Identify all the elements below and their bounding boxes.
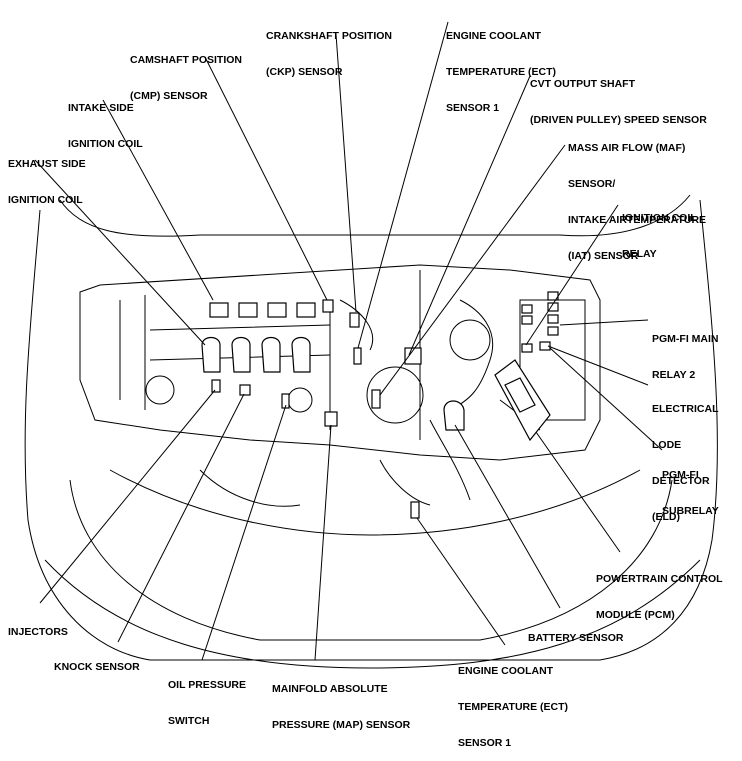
map-sensor-icon <box>324 411 338 427</box>
label-line: IGNITION COIL <box>622 212 697 224</box>
ignition-coil-icon <box>201 336 221 373</box>
ignition-coil-icon <box>296 302 316 318</box>
battery-sensor-icon <box>443 400 465 431</box>
label-line: (ELD) <box>652 511 680 523</box>
injector-icon <box>211 379 221 393</box>
label-exhaust-side-ignition-coil: EXHAUST SIDE IGNITION COIL <box>8 134 86 218</box>
label-line: INTAKE SIDE <box>68 102 134 114</box>
label-line: INTAKE AIRTEMPERATURE <box>568 214 707 226</box>
label-line: IGNITION COIL <box>8 194 83 206</box>
ignition-coil-icon <box>231 336 251 373</box>
label-injectors: INJECTORS <box>8 602 68 650</box>
maf-sensor-icon <box>404 347 422 365</box>
label-line: KNOCK SENSOR <box>54 661 140 673</box>
label-oil-pressure-switch: OIL PRESSURE SWITCH <box>168 655 246 739</box>
label-maf-iat-sensor: MASS AIR FLOW (MAF) SENSOR/ INTAKE AIRTE… <box>568 118 706 274</box>
label-line: (CMP) SENSOR <box>130 90 208 102</box>
label-line: PGM-FI MAIN <box>652 333 719 345</box>
label-line: MODULE (PCM) <box>596 609 675 621</box>
relay-icon <box>521 315 533 325</box>
label-line: RELAY <box>622 248 657 260</box>
relay-icon <box>547 326 559 336</box>
label-powertrain-control-module: POWERTRAIN CONTROL MODULE (PCM) <box>596 549 723 633</box>
label-line: POWERTRAIN CONTROL <box>596 573 723 585</box>
label-electrical-load-detector: ELECTRICAL LODE DETECTOR (ELD) <box>652 379 719 535</box>
label-line: (CKP) SENSOR <box>266 66 343 78</box>
label-line: ENGINE COOLANT <box>458 665 554 677</box>
label-line: (DRIVEN PULLEY) SPEED SENSOR <box>530 114 707 126</box>
label-line: (IAT) SENSOR <box>568 250 639 262</box>
label-map-sensor: MAINFOLD ABSOLUTE PRESSURE (MAP) SENSOR <box>272 659 410 743</box>
leader-lines <box>34 21 663 661</box>
ignition-coil-icon <box>291 336 311 373</box>
label-line: RELAY 2 <box>652 369 696 381</box>
ignition-coil-icon <box>238 302 258 318</box>
label-line: CAMSHAFT POSITION <box>130 54 242 66</box>
label-line: PGM-FI <box>662 469 699 481</box>
ect-sensor-icon <box>353 347 362 365</box>
label-line: SWITCH <box>168 715 210 727</box>
label-line: TEMPERATURE (ECT) <box>446 66 557 78</box>
label-line: IGNITION COIL <box>68 138 143 150</box>
label-line: SUBRELAY <box>662 505 719 517</box>
label-camshaft-position-sensor: CAMSHAFT POSITION (CMP) SENSOR <box>130 30 242 114</box>
ignition-coil-icon <box>267 302 287 318</box>
ignition-coil-icon <box>209 302 229 318</box>
knock-sensor-icon <box>239 384 251 396</box>
crankshaft-sensor-icon <box>349 312 360 328</box>
label-line: DETECTOR <box>652 475 710 487</box>
label-line: INJECTORS <box>8 626 68 638</box>
label-battery-sensor: BATTERY SENSOR <box>528 608 623 656</box>
label-line: ENGINE COOLANT <box>446 30 542 42</box>
label-pgm-fi-subrelay: PGM-FI SUBRELAY <box>662 445 719 529</box>
label-line: PRESSURE (MAP) SENSOR <box>272 719 411 731</box>
label-line: TEMPERATURE (ECT) <box>458 701 569 713</box>
label-line: SENSOR 1 <box>446 102 500 114</box>
label-cvt-output-shaft-speed-sensor: CVT OUTPUT SHAFT (DRIVEN PULLEY) SPEED S… <box>530 54 707 138</box>
relay-icon <box>539 341 551 351</box>
relay-icon <box>547 302 559 312</box>
relay-icon <box>547 314 559 324</box>
ect-sensor-icon <box>410 501 420 519</box>
label-pgm-fi-main-relay-2: PGM-FI MAIN RELAY 2 <box>652 309 719 393</box>
ignition-coil-icon <box>261 336 281 373</box>
label-line: LODE <box>652 439 682 451</box>
label-line: CRANKSHAFT POSITION <box>266 30 392 42</box>
label-line: ELECTRICAL <box>652 403 719 415</box>
label-intake-side-ignition-coil: INTAKE SIDE IGNITION COIL <box>68 78 143 162</box>
label-crankshaft-position-sensor: CRANKSHAFT POSITION (CKP) SENSOR <box>266 6 392 90</box>
label-line: CVT OUTPUT SHAFT <box>530 78 635 90</box>
label-line: MASS AIR FLOW (MAF) <box>568 142 686 154</box>
camshaft-sensor-icon <box>322 299 334 313</box>
cvt-speed-sensor-icon <box>371 389 381 409</box>
label-line: OIL PRESSURE <box>168 679 246 691</box>
label-line: EXHAUST SIDE <box>8 158 86 170</box>
label-line: BATTERY SENSOR <box>528 632 624 644</box>
label-ect-sensor-bottom: ENGINE COOLANT TEMPERATURE (ECT) SENSOR … <box>458 641 568 761</box>
components <box>201 291 559 519</box>
relay-icon <box>521 304 533 314</box>
relay-icon <box>521 343 533 353</box>
label-knock-sensor: KNOCK SENSOR <box>54 637 140 685</box>
label-line: SENSOR 1 <box>458 737 512 749</box>
label-ect-sensor-top: ENGINE COOLANT TEMPERATURE (ECT) SENSOR … <box>446 6 556 126</box>
label-line: SENSOR/ <box>568 178 616 190</box>
engine-bay-diagram <box>24 21 718 669</box>
label-line: MAINFOLD ABSOLUTE <box>272 683 388 695</box>
label-ignition-coil-relay: IGNITION COIL RELAY <box>622 188 697 272</box>
